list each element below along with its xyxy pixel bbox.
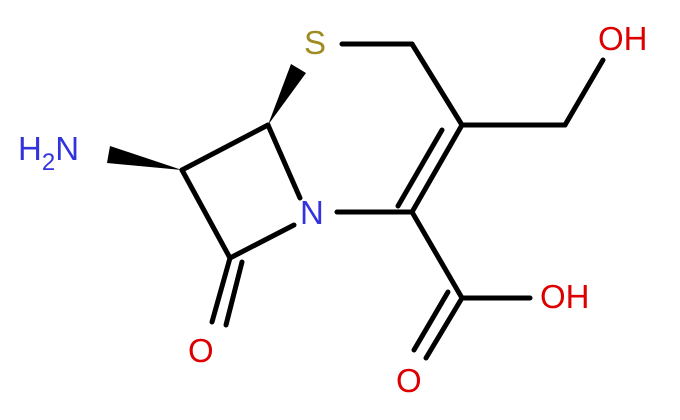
bond-c3-c2 <box>409 122 465 215</box>
wedge-bond-c7-nh2 <box>107 146 182 170</box>
bond-n-c8 <box>227 222 297 261</box>
ring-nitrogen-label: N <box>300 194 324 231</box>
bond-c6-n <box>265 122 303 201</box>
bond-c2-cooh <box>409 209 465 301</box>
amine-n: N <box>55 130 79 167</box>
bond-c8-o <box>209 255 233 325</box>
bond-c7-c6 <box>179 122 271 173</box>
wedge-bond-c6-s <box>268 64 306 125</box>
acid-carbonyl-oxygen-label: O <box>396 362 422 399</box>
amine-h: H <box>18 130 42 167</box>
bond-c8-o-double <box>223 259 245 328</box>
amine-subscript: 2 <box>42 149 55 176</box>
bond-c3-c2-double <box>395 127 445 209</box>
bond-ch2-oh <box>562 57 606 128</box>
acid-hydroxyl-label: OH <box>540 278 590 315</box>
carbonyl-oxygen-label: O <box>188 332 214 369</box>
sulfur-label: S <box>304 24 326 61</box>
amine-label: H2N <box>18 130 79 176</box>
hydroxyl-label: OH <box>598 20 648 57</box>
bond-cooh-o <box>423 295 465 361</box>
bond-ch2-c3 <box>409 41 465 128</box>
bond-cooh-o-double <box>411 289 451 353</box>
bond-c8-c7 <box>179 167 233 261</box>
